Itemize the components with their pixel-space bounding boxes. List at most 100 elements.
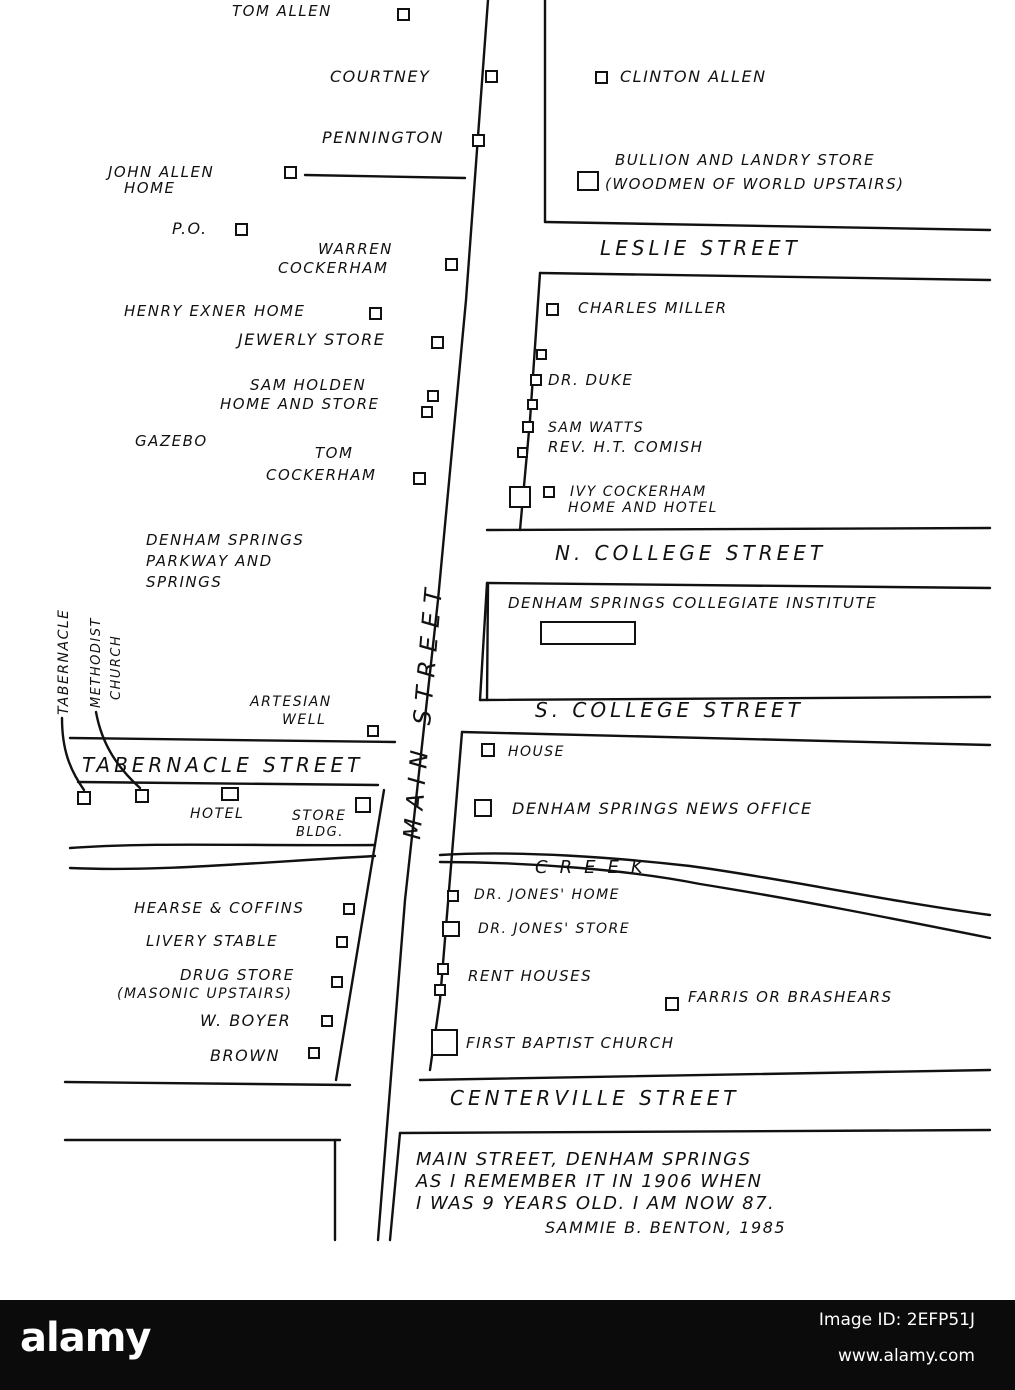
john-allen-building <box>284 166 297 179</box>
john-allen-label-2: HOME <box>124 179 176 197</box>
clinton-allen-building <box>595 71 608 84</box>
tabernacle-street-label: TABERNACLE STREET <box>82 753 363 777</box>
courtney-label: COURTNEY <box>330 67 430 86</box>
collegiate-institute-label: DENHAM SPRINGS COLLEGIATE INSTITUTE <box>508 594 877 612</box>
charles-miller-label: CHARLES MILLER <box>578 299 728 317</box>
jewelry-store-building <box>431 336 444 349</box>
hearse-label: HEARSE & COFFINS <box>134 899 304 917</box>
store-bldg-label-1: STORE <box>292 808 347 824</box>
po-label: P.O. <box>172 219 208 238</box>
holden-label-1: SAM HOLDEN <box>250 376 366 394</box>
pennington-label: PENNINGTON <box>322 128 444 147</box>
creek-label: CREEK <box>535 857 655 878</box>
sam-watts-building <box>522 421 534 433</box>
s-college-street-south <box>460 730 992 747</box>
ivy-cockerham-building-2 <box>543 486 555 498</box>
methodist-label-1: METHODIST <box>89 617 104 708</box>
centerville-street-north-east <box>418 1068 992 1082</box>
leslie-street-label: LESLIE STREET <box>600 236 801 260</box>
main-street-west-edge <box>376 0 490 1242</box>
po-building <box>235 223 248 236</box>
west-block-east-edge <box>334 788 386 1082</box>
tabernacle-vertical-label: TABERNACLE <box>56 609 72 716</box>
house-label: HOUSE <box>508 744 565 760</box>
dr-duke-building <box>530 374 542 386</box>
watermark-logo: alamy <box>20 1315 151 1361</box>
creek-west-bank-south <box>68 854 377 871</box>
tabernacle-street-south <box>76 780 380 787</box>
rent-house-1 <box>437 963 449 975</box>
note-line-3: I WAS 9 YEARS OLD. I AM NOW 87. <box>416 1193 775 1214</box>
brown-building <box>308 1047 320 1059</box>
drug-store-label-2: (MASONIC UPSTAIRS) <box>117 986 292 1002</box>
brown-label: BROWN <box>210 1046 280 1065</box>
creek-east-bank-north <box>438 852 992 917</box>
house-building <box>481 743 495 757</box>
leslie-street-north <box>543 220 992 232</box>
tom-cockerham-label-1: TOM <box>315 444 353 462</box>
john-allen-label-1: JOHN ALLEN <box>105 163 214 181</box>
warren-cockerham-building <box>445 258 458 271</box>
rent-house-2 <box>434 984 446 996</box>
holden-building-2 <box>421 406 433 418</box>
watermark-banner <box>0 1300 1015 1390</box>
creek <box>68 843 992 940</box>
watermark-url: www.alamy.com <box>837 1346 975 1366</box>
creek-east-bank-south <box>438 860 992 940</box>
boyer-building <box>321 1015 333 1027</box>
news-office-building <box>474 799 492 817</box>
store-bldg-building <box>355 797 371 813</box>
boyer-label: W. BOYER <box>200 1011 291 1030</box>
warren-label-2: COCKERHAM <box>278 259 388 277</box>
methodist-leader <box>94 710 142 790</box>
parkway-label-1: DENHAM SPRINGS <box>146 531 304 549</box>
first-baptist-building <box>431 1029 458 1056</box>
n-college-street-label: N. COLLEGE STREET <box>555 541 826 565</box>
centerville-street-label: CENTERVILLE STREET <box>450 1086 739 1110</box>
tom-allen-building <box>397 8 410 21</box>
institute-block-west <box>485 583 490 702</box>
note-line-4: SAMMIE B. BENTON, 1985 <box>545 1218 786 1237</box>
methodist-church-building <box>135 789 149 803</box>
rent-houses-label: RENT HOUSES <box>468 967 592 985</box>
comish-building <box>517 447 528 458</box>
tom-allen-label: TOM ALLEN <box>232 2 332 20</box>
buildings <box>77 8 679 1059</box>
centerville-street-north-west <box>63 1080 352 1087</box>
main-street-east-edge-3 <box>478 581 489 702</box>
jones-home-building <box>447 890 459 902</box>
pennington-building <box>472 134 485 147</box>
parkway-label-2: PARKWAY AND <box>146 552 273 570</box>
drug-store-building <box>331 976 343 988</box>
methodist-label-2: CHURCH <box>109 635 124 700</box>
hotel-label: HOTEL <box>190 806 244 822</box>
ivy-cockerham-label-1: IVY COCKERHAM <box>570 484 707 500</box>
ivy-cockerham-building-1 <box>509 486 531 508</box>
hotel-building <box>221 787 239 801</box>
livery-label: LIVERY STABLE <box>146 932 278 950</box>
jones-home-label: DR. JONES' HOME <box>474 887 620 903</box>
dr-duke-label: DR. DUKE <box>548 371 633 389</box>
main-street-east-edge-5 <box>388 1131 402 1242</box>
store-bldg-label-2: BLDG. <box>296 825 344 840</box>
tabernacle-street-north <box>68 736 397 744</box>
sam-watts-label: SAM WATTS <box>548 420 644 436</box>
hand-drawn-map: LESLIE STREET N. COLLEGE STREET S. COLLE… <box>56 0 992 1242</box>
drug-store-label-1: DRUG STORE <box>180 966 295 984</box>
bullion-label-1: BULLION AND LANDRY STORE <box>615 151 875 169</box>
jewelry-store-label: JEWERLY STORE <box>235 330 385 349</box>
comish-label: REV. H.T. COMISH <box>548 438 703 456</box>
note-line-2: AS I REMEMBER IT IN 1906 WHEN <box>415 1171 762 1192</box>
livery-building <box>336 936 348 948</box>
tabernacle-building <box>77 791 91 805</box>
bullion-label-2: (WOODMEN OF WORLD UPSTAIRS) <box>605 175 905 193</box>
parkway-label-3: SPRINGS <box>146 573 222 591</box>
tom-cockerham-label-2: COCKERHAM <box>266 466 376 484</box>
creek-west-bank-north <box>68 843 377 850</box>
ivy-cockerham-label-2: HOME AND HOTEL <box>568 500 718 516</box>
watermark-image-id: Image ID: 2EFP51J <box>818 1310 975 1330</box>
jones-store-building <box>442 921 460 937</box>
street-lines <box>63 0 992 1242</box>
east-small-building-2 <box>527 399 538 410</box>
main-street-label: MAIN STREET <box>398 579 449 841</box>
